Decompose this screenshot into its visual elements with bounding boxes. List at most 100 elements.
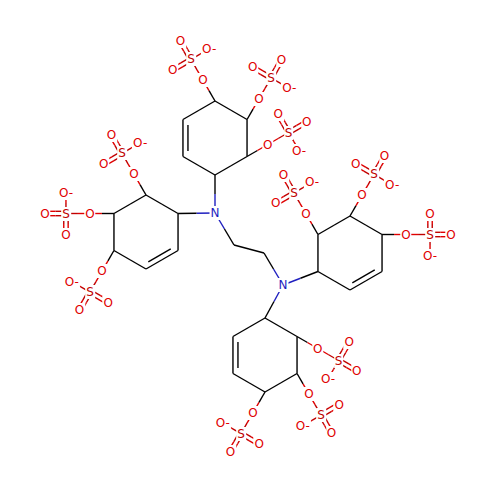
bond-line [297, 374, 303, 384]
atom-label: O [106, 128, 117, 142]
atom-label: O [247, 60, 258, 74]
bond-line [215, 101, 231, 110]
bond-line [249, 249, 264, 253]
bond-line [264, 253, 274, 269]
bond-line [102, 213, 114, 214]
bond-line [231, 157, 247, 166]
bond-line [350, 206, 356, 216]
bond-line [232, 355, 233, 374]
atom-label: S [236, 427, 246, 441]
bond-line [265, 383, 281, 392]
atom-label: S [117, 146, 127, 160]
atom-label: O [312, 342, 323, 356]
atom-label: O [350, 157, 361, 171]
bond-line [182, 138, 183, 157]
atom-label: O [247, 406, 258, 420]
bond-line [246, 138, 247, 157]
atom-label: O- [132, 136, 148, 150]
atom-label: O [278, 168, 289, 182]
atom-label: O- [295, 419, 311, 433]
bond-line [297, 337, 307, 343]
bond-line [281, 374, 297, 383]
atom-label: O [400, 228, 411, 242]
atom-label: O [356, 188, 367, 202]
atom-label: S [85, 285, 95, 299]
atom-label: O [98, 157, 109, 171]
atom-label: O [262, 138, 273, 152]
bond-line [318, 272, 334, 281]
bond-line [246, 120, 247, 139]
bond-line [233, 374, 249, 383]
atom-label: O- [281, 81, 297, 95]
atom-label: O [326, 426, 337, 440]
bond-line [231, 110, 247, 119]
bond-line [317, 235, 318, 254]
atom-label: S [61, 207, 71, 221]
atom-label: O [84, 207, 95, 221]
bond-line [146, 195, 162, 204]
bond-line [249, 383, 265, 392]
atom-label: O [167, 63, 178, 77]
bond-line [234, 245, 249, 249]
bond-line [381, 235, 382, 254]
atom-label: O [74, 303, 85, 317]
bond-line [317, 253, 318, 272]
bond-line [381, 253, 382, 272]
bond-line [183, 110, 199, 119]
atom-label: S [316, 408, 326, 422]
atom-label: O- [58, 186, 74, 200]
atom-label: S [425, 228, 435, 242]
atom-label: O- [215, 416, 231, 430]
atom-label: S [284, 126, 294, 140]
bond-line [140, 185, 146, 195]
bond-line [182, 120, 183, 139]
atom-label: S [266, 71, 276, 85]
atom-label: O [351, 364, 362, 378]
bond-line [187, 125, 188, 151]
atom-label: S [369, 167, 379, 181]
bond-line [281, 327, 297, 336]
bond-line [177, 214, 178, 233]
atom-label: O [301, 115, 312, 129]
atom-label: O [343, 335, 354, 349]
atom-label: S [289, 186, 299, 200]
atom-label: O- [201, 42, 217, 56]
atom-label: O [445, 228, 456, 242]
atom-label: S [334, 354, 344, 368]
bond-line [296, 337, 297, 356]
atom-label: O- [320, 372, 336, 386]
atom-label: O [303, 387, 314, 401]
bond-line [225, 229, 235, 245]
atom-label: O [175, 34, 186, 48]
atom-label: N [210, 206, 221, 220]
bond-line [113, 232, 114, 251]
bond-line [215, 166, 231, 175]
bond-line [350, 216, 366, 225]
bond-line [114, 251, 130, 260]
bond-line [130, 195, 146, 204]
bond-line [108, 251, 114, 261]
atom-label: O [276, 53, 287, 67]
atom-label: O [379, 149, 390, 163]
atom-label: O- [422, 249, 438, 263]
bond-line [199, 101, 215, 110]
atom-label: S [186, 52, 196, 66]
bond-line [312, 224, 318, 234]
atom-label: N [278, 278, 289, 292]
bond-line [113, 214, 114, 233]
bond-line [114, 204, 130, 213]
atom-label: O [225, 445, 236, 459]
bond-line [247, 151, 257, 157]
bond-line [318, 225, 334, 234]
bond-line [178, 213, 196, 215]
bond-line [334, 281, 350, 290]
bond-line [233, 327, 249, 336]
atom-label: O [270, 196, 281, 210]
bond-line [300, 272, 317, 279]
atom-label: O- [304, 175, 320, 189]
atom-label: O [300, 207, 311, 221]
atom-label: O [102, 296, 113, 310]
bond-line [209, 91, 215, 101]
atom-label: O [424, 207, 435, 221]
